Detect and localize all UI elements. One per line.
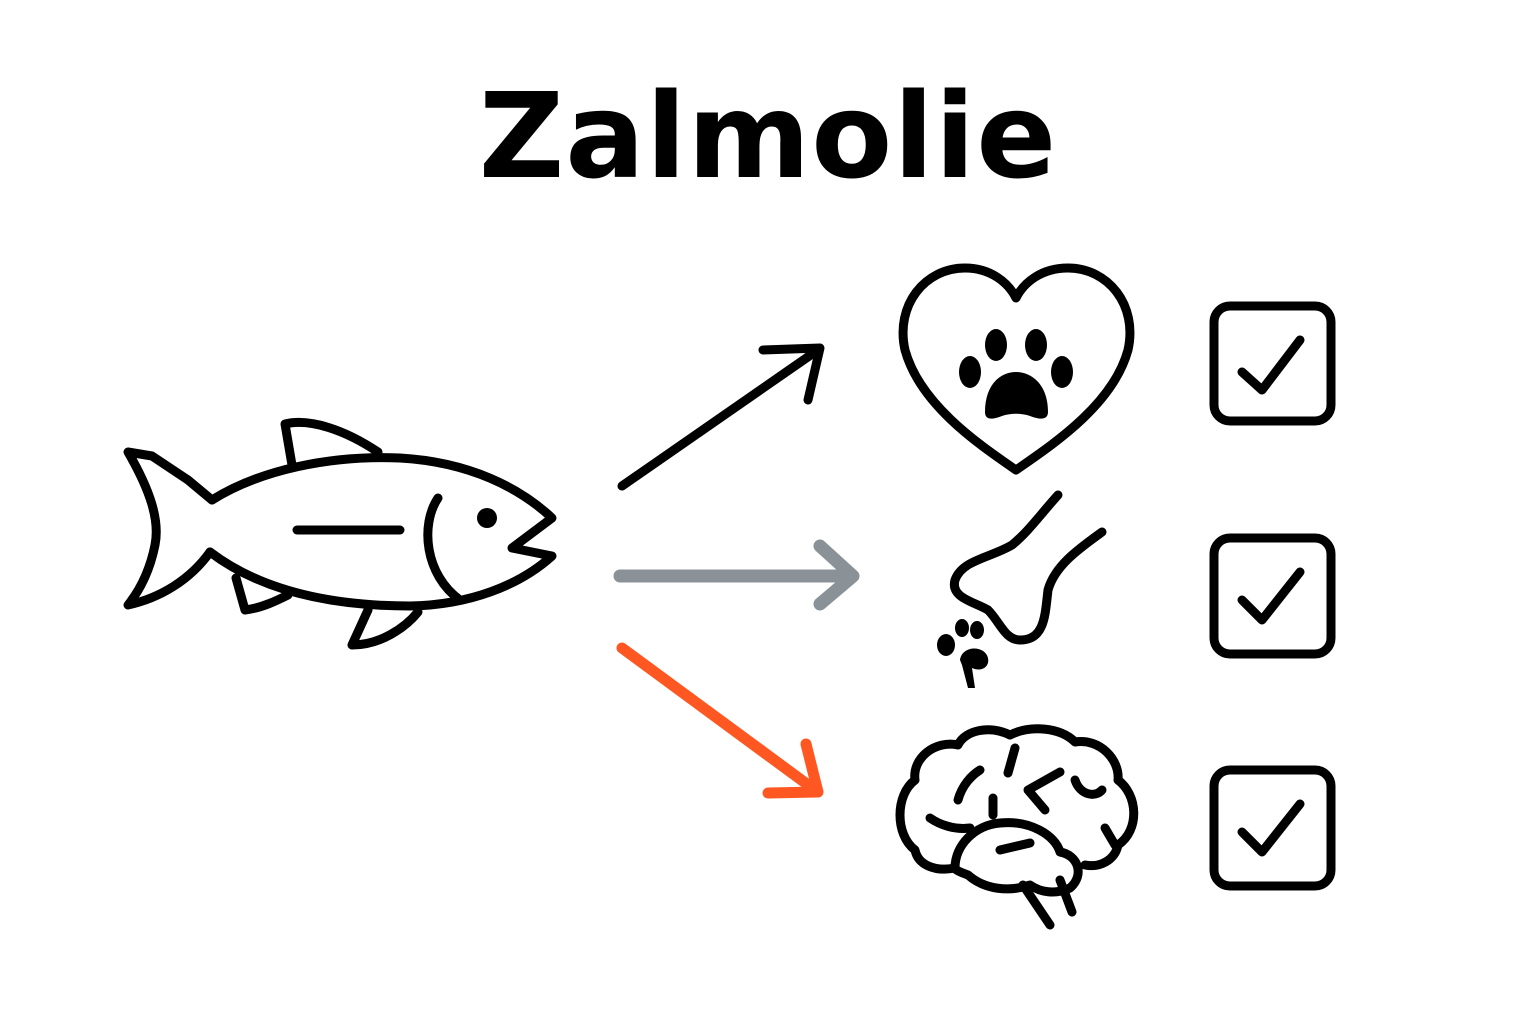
brain-icon — [895, 724, 1139, 930]
checkbox-joint[interactable] — [1209, 533, 1336, 659]
joint-paw-icon — [937, 490, 1107, 688]
checkmark-icon — [1237, 799, 1305, 857]
fish-icon — [123, 417, 557, 650]
fish-eye-icon — [477, 508, 497, 528]
checkmark-icon — [1237, 567, 1305, 625]
heart-paw-icon — [898, 263, 1135, 475]
arrow-up-right — [617, 343, 825, 491]
arrow-right — [613, 539, 860, 611]
checkbox-brain[interactable] — [1209, 765, 1336, 891]
checkmark-icon — [1237, 335, 1305, 395]
arrow-down-right — [616, 642, 824, 799]
checkbox-heart[interactable] — [1209, 301, 1336, 426]
page-title: Zalmolie — [478, 67, 1058, 205]
